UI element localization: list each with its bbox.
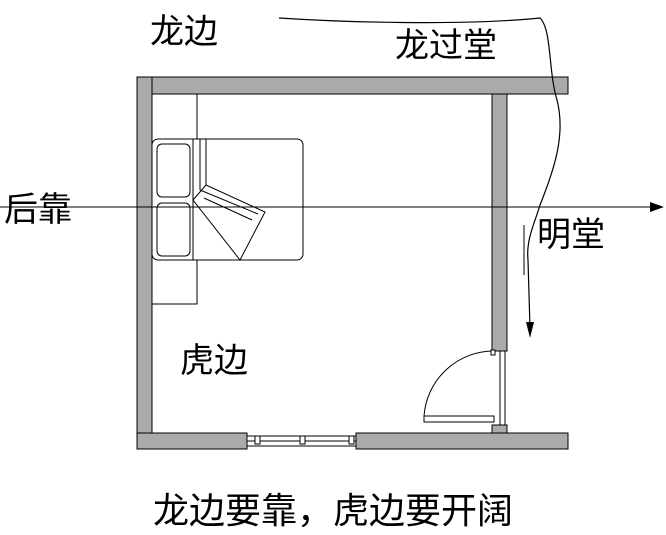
dragon-flow-curve [278,17,561,261]
label-dragon-side: 龙边 [150,12,218,52]
bed-furniture [151,93,304,305]
window-bottom [247,435,356,447]
wall-top [136,76,569,95]
door [423,349,506,425]
pillow-top [156,143,191,198]
room-walls [136,76,569,450]
diagram-caption: 龙边要靠，虎边要开阔 [153,491,513,532]
pillow-bottom [156,202,191,257]
wall-right-upper [491,93,508,352]
door-leaf [423,415,495,423]
wall-bottom-left [136,432,248,450]
label-back-support: 后靠 [4,190,72,230]
label-bright-hall: 明堂 [537,215,605,255]
blanket-fold [192,184,266,261]
dragon-flow-line [527,259,531,329]
wall-left [136,76,153,450]
door-swing-arc [423,350,495,417]
label-dragon-passage: 龙过堂 [395,26,497,66]
wall-right-lower [491,424,508,434]
wall-bottom-right [355,432,569,450]
dragon-flow-arrowhead [526,322,534,338]
axis-arrowhead [650,202,664,212]
label-tiger-side: 虎边 [180,341,248,381]
